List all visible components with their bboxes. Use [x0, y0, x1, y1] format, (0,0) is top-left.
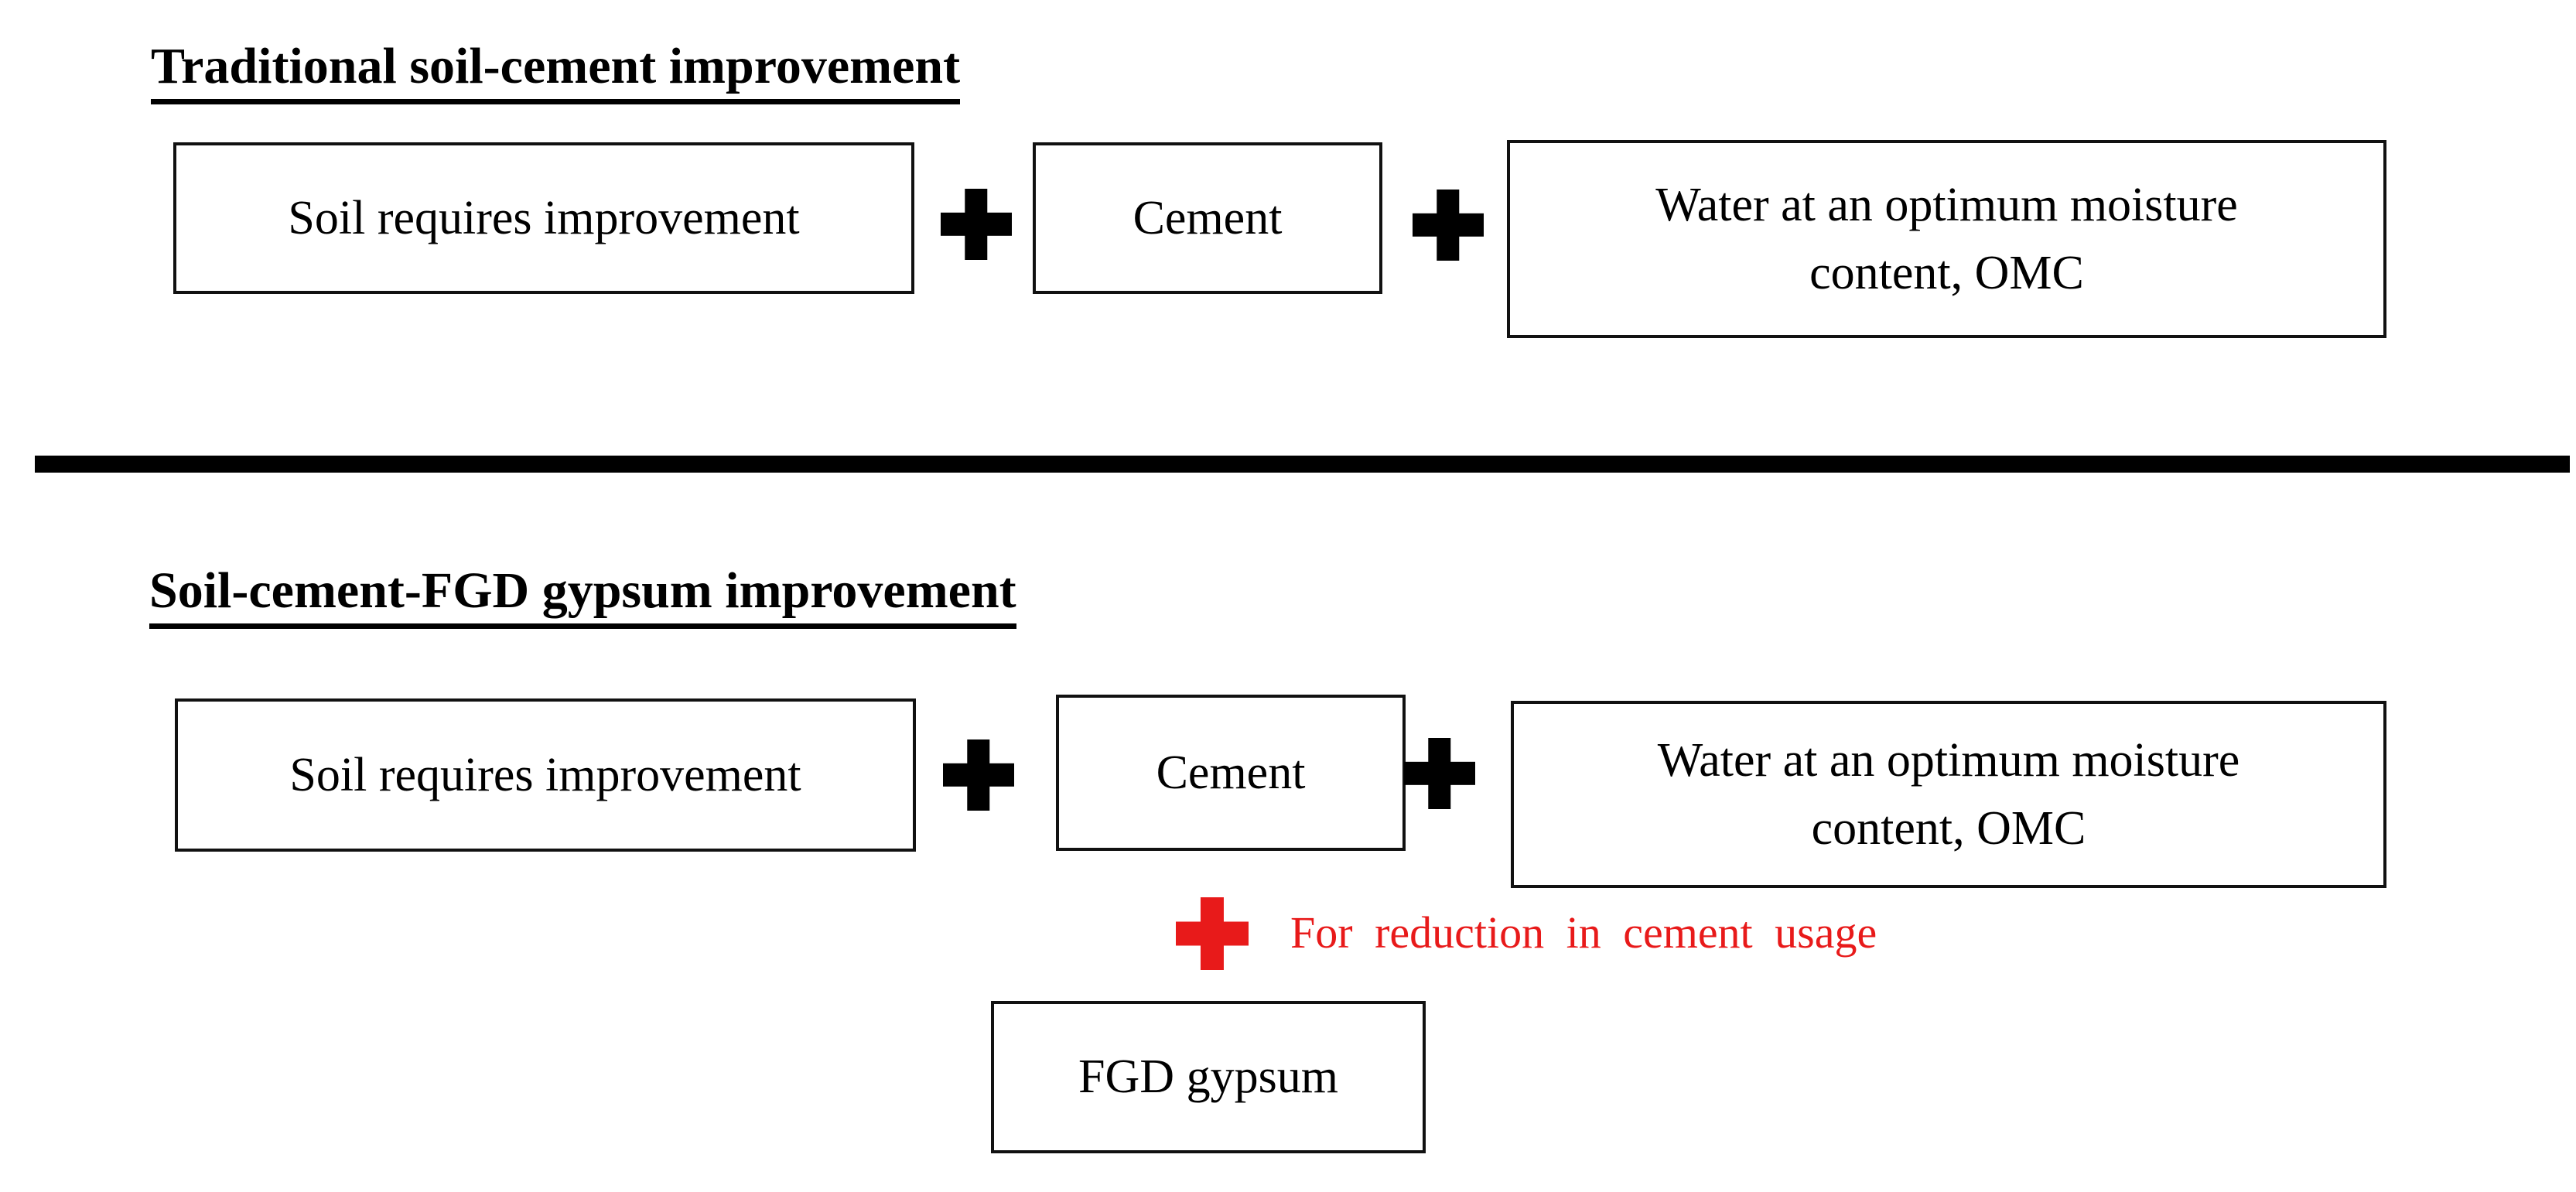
traditional-cement-box-label: Cement [1133, 191, 1283, 244]
fgd-cement-box: Cement [1056, 695, 1406, 851]
red-plus-icon [1176, 897, 1249, 970]
traditional-water-box: Water at an optimum moisture content, OM… [1507, 140, 2386, 338]
section-divider [35, 456, 2570, 473]
traditional-water-box-line2: content, OMC [1809, 247, 2084, 299]
fgd-water-box: Water at an optimum moisture content, OM… [1511, 701, 2386, 888]
fgd-gypsum-box-label: FGD gypsum [1078, 1050, 1338, 1104]
traditional-soil-box: Soil requires improvement [173, 142, 914, 294]
plus-icon [1404, 738, 1475, 809]
traditional-soil-box-label: Soil requires improvement [288, 191, 800, 244]
fgd-water-box-line2: content, OMC [1811, 802, 2086, 855]
fgd-section-title: Soil-cement-FGD gypsum improvement [149, 562, 1016, 629]
traditional-water-box-line1: Water at an optimum moisture [1655, 178, 2238, 231]
plus-icon [943, 739, 1014, 811]
fgd-section-title-text: Soil-cement-FGD gypsum improvement [149, 562, 1016, 629]
fgd-water-box-line1: Water at an optimum moisture [1657, 733, 2240, 787]
traditional-cement-box: Cement [1033, 142, 1382, 294]
fgd-soil-box-label: Soil requires improvement [289, 748, 801, 801]
fgd-cement-box-label: Cement [1156, 746, 1306, 799]
plus-icon [1413, 190, 1484, 261]
plus-icon [941, 189, 1012, 260]
cement-reduction-note: For reduction in cement usage [1290, 907, 1877, 958]
fgd-soil-box: Soil requires improvement [175, 698, 916, 852]
fgd-gypsum-box: FGD gypsum [991, 1001, 1426, 1153]
traditional-section-title-text: Traditional soil-cement improvement [151, 37, 961, 104]
traditional-section-title: Traditional soil-cement improvement [151, 37, 961, 104]
